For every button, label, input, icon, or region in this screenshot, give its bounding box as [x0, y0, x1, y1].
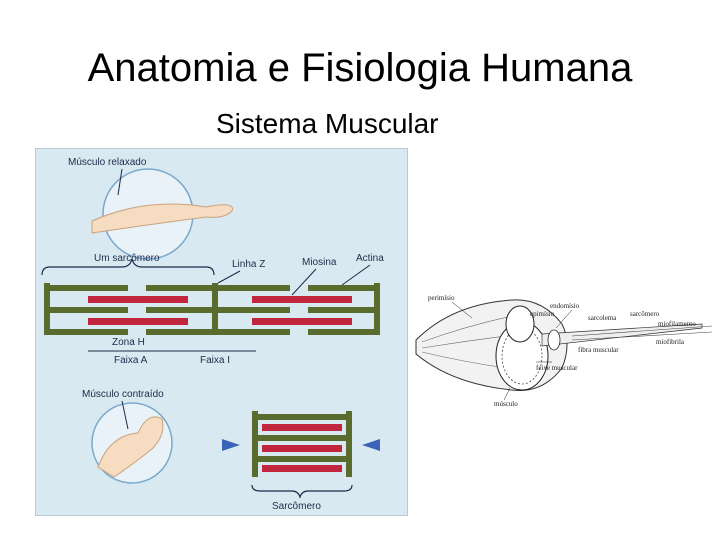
actin-filament [308, 307, 374, 313]
z-disc-right [346, 411, 352, 477]
label-sarcolemma: sarcolema [588, 314, 617, 322]
sarcomere-diagram: Músculo relaxado Um sarcômero Linha Z Mi… [35, 148, 408, 516]
myosin-filament [262, 445, 342, 452]
myosin-filament [88, 296, 188, 303]
label-i-band: Faixa I [200, 355, 230, 366]
actin-filament [292, 435, 346, 441]
actin-filament [218, 329, 290, 335]
sarcomere-diagram-svg: Músculo relaxado Um sarcômero Linha Z Mi… [36, 149, 407, 515]
actin-filament [292, 414, 346, 420]
z-disc-3 [374, 283, 380, 335]
actin-filament [218, 307, 290, 313]
actin-filament [308, 285, 374, 291]
label-contracted-muscle: Músculo contraído [82, 389, 164, 400]
label-myofibril: miofibrila [656, 338, 685, 346]
slide-subtitle: Sistema Muscular [216, 104, 616, 144]
label-perimysium: perimísio [428, 294, 455, 302]
myosin-filament [252, 296, 352, 303]
label-z-line: Linha Z [232, 259, 265, 270]
label-actin: Actina [356, 253, 384, 264]
label-myosin: Miosina [302, 257, 337, 268]
actin-filament [292, 456, 346, 462]
actin-filament [146, 307, 212, 313]
actin-filament [146, 285, 212, 291]
contracted-sarcomere-bands [252, 411, 352, 477]
myosin-filament [262, 465, 342, 472]
slide-title: Anatomia e Fisiologia Humana [0, 42, 720, 94]
right-arrow-icon [222, 439, 240, 451]
label-relaxed-muscle: Músculo relaxado [68, 157, 147, 168]
actin-pointer [342, 265, 370, 285]
label-sarcomere-bottom: Sarcômero [272, 501, 321, 512]
label-muscle: músculo [494, 400, 518, 408]
label-myofilament: miofilamento [658, 320, 696, 328]
muscle-structure-diagram: perimísio endomísio epimísio sarcolema s… [412, 284, 716, 414]
z-disc-left [252, 411, 258, 477]
actin-filament [146, 329, 212, 335]
actin-filament [50, 285, 128, 291]
label-one-sarcomere: Um sarcômero [94, 253, 160, 264]
z-disc-2 [212, 283, 218, 335]
label-muscle-bundle: feixe muscular [536, 364, 578, 372]
label-sarcomere: sarcômero [630, 310, 660, 318]
contracted-sarcomere-brace [252, 485, 352, 497]
label-h-zone: Zona H [112, 337, 145, 348]
label-muscle-fiber: fibra muscular [578, 346, 619, 354]
actin-filament [218, 285, 290, 291]
fiber-section [548, 330, 560, 350]
muscle-structure-svg: perimísio endomísio epimísio sarcolema s… [412, 284, 716, 414]
actin-filament [50, 307, 128, 313]
myosin-pointer [292, 269, 316, 295]
myosin-filament [262, 424, 342, 431]
z-line-pointer [218, 271, 240, 283]
myosin-filament [88, 318, 188, 325]
label-endomysium: endomísio [550, 302, 580, 310]
relaxed-sarcomere-bands [44, 283, 380, 335]
myosin-filament [252, 318, 352, 325]
label-epimysium: epimísio [530, 310, 555, 318]
left-arrow-icon [362, 439, 380, 451]
actin-filament [308, 329, 374, 335]
actin-filament [50, 329, 128, 335]
z-disc-1 [44, 283, 50, 335]
label-a-band: Faixa A [114, 355, 148, 366]
